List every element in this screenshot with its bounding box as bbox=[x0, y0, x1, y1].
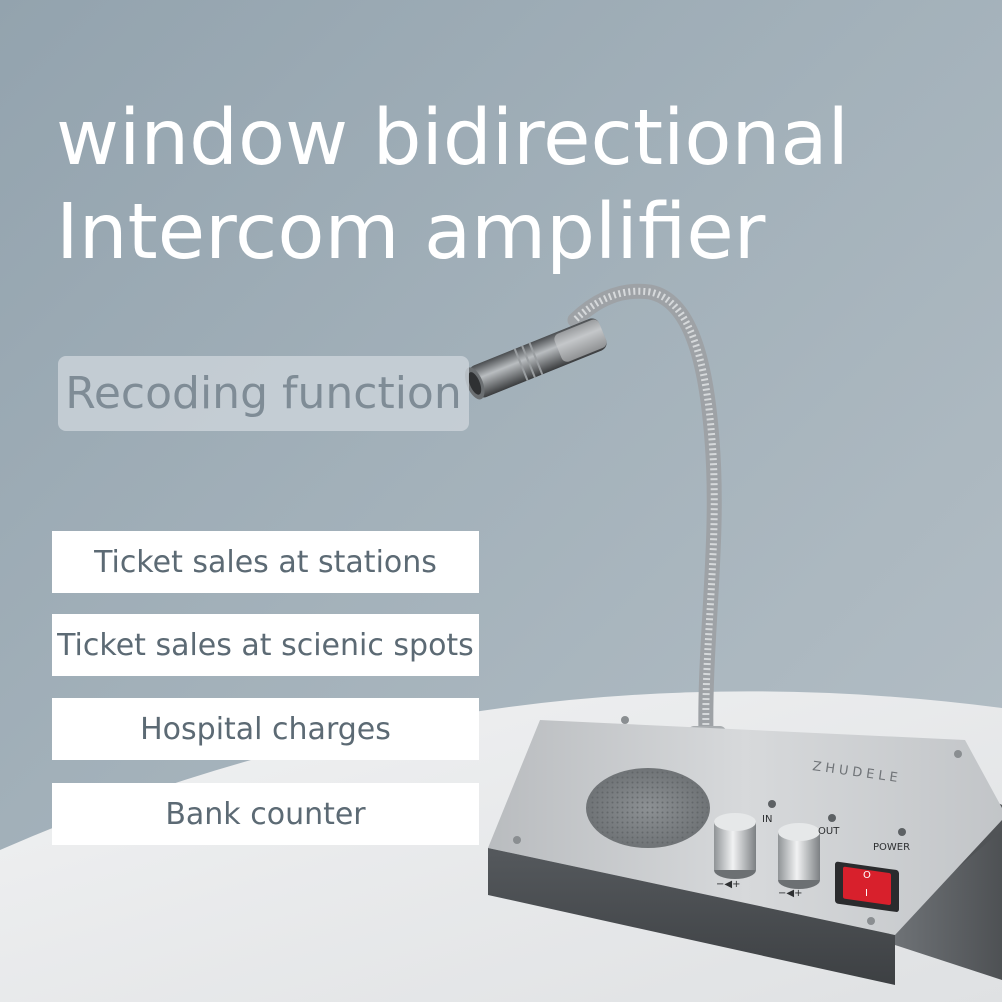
switch-off-mark: O bbox=[863, 870, 871, 881]
feature-badge: Recoding function bbox=[58, 356, 469, 431]
use-case-item: Ticket sales at stations bbox=[52, 531, 479, 593]
gooseneck bbox=[567, 283, 722, 743]
power-switch bbox=[835, 861, 899, 912]
headline-line-1: window bidirectional bbox=[56, 94, 849, 183]
out-label: OUT bbox=[818, 826, 840, 837]
use-case-item: Bank counter bbox=[52, 783, 479, 845]
in-label: IN bbox=[762, 814, 772, 825]
headline: window bidirectional Intercom amplifier bbox=[56, 92, 849, 280]
volume-knob-out bbox=[778, 823, 820, 889]
microphone-head bbox=[464, 318, 607, 400]
volume-mark-out: −◀+ bbox=[778, 888, 802, 899]
switch-on-mark: I bbox=[865, 888, 868, 899]
use-case-item: Ticket sales at scienic spots bbox=[52, 614, 479, 676]
volume-mark-in: −◀+ bbox=[716, 879, 740, 890]
volume-knob-in bbox=[714, 813, 756, 879]
use-case-item: Hospital charges bbox=[52, 698, 479, 760]
power-label: POWER bbox=[873, 842, 910, 853]
headline-line-2: Intercom amplifier bbox=[56, 188, 766, 277]
device-front bbox=[488, 848, 895, 985]
